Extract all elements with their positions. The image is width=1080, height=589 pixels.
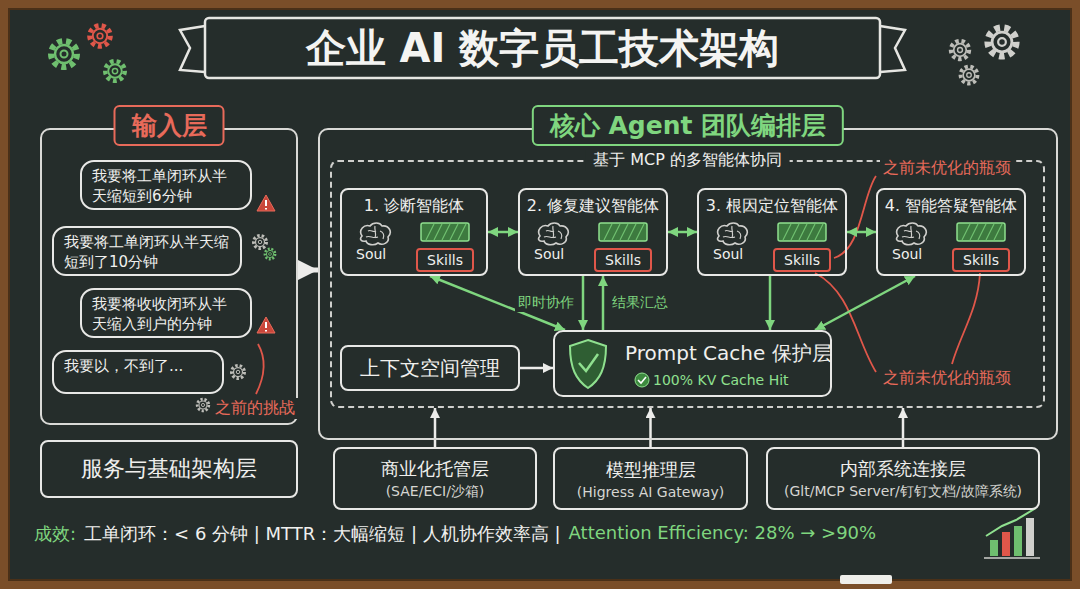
agent-box: 1. 诊断智能体 Soul Skills [340,188,488,276]
agent-icons [361,223,1005,245]
node-subtext: Soul [356,246,386,262]
connector-arrow [649,408,652,447]
eraser [840,575,892,584]
node-heading: 模型推理层 [606,458,696,482]
node-heading: Prompt Cache 保护层 [625,340,832,367]
cache-layer-box: Prompt Cache 保护层 100% KV Cache Hit [553,330,832,397]
connector-arrow [847,231,876,234]
node-subtext: (Higress AI Gateway) [577,484,724,500]
node-heading: 上下文空间管理 [360,355,500,382]
connector-arrow [298,268,318,273]
connector-arrow [668,231,697,234]
hosting-box: 商业化托管层 (SAE/ECI/沙箱) [333,447,537,510]
skills-box: Skills [594,248,652,272]
connector-arrow [488,231,518,234]
skills-box: Skills [416,248,474,272]
leader-line [256,344,264,394]
node-heading: 1. 诊断智能体 [342,196,486,217]
title: 企业 AI 数字员工技术架构 [205,18,880,78]
agent-box: 4. 智能答疑智能体 Soul Skills [876,188,1026,276]
node-heading: 我要将工单闭环从半天缩短到6分钟 [92,167,240,206]
node-subtext: (Glt/MCP Server/钉钉文档/故障系统) [784,483,1022,501]
connector-arrow [769,276,772,330]
node-subtext: Soul [534,246,564,262]
connector-arrow [520,367,553,370]
connector-arrow [602,276,605,330]
node-subtext: 100% KV Cache Hit [653,372,789,388]
node-heading: 输入层 [114,105,225,146]
node-heading: Skills [605,252,641,268]
node-heading: Skills [784,252,820,268]
speech-bubble: 我要将收收闭环从半天缩入到户的分钟 [80,288,252,338]
node-heading: 我要以，不到了... [64,357,212,377]
result-heading: 成效: [34,522,76,546]
inference-box: 模型推理层 (Higress AI Gateway) [553,447,748,510]
node-heading: 内部系统连接层 [840,457,966,481]
growth-chart-icon [984,508,1040,558]
connector-arrow [434,408,437,447]
connector-box: 内部系统连接层 (Glt/MCP Server/钉钉文档/故障系统) [766,447,1040,510]
node-heading: Skills [963,252,999,268]
node-heading: 我要将收收闭环从半天缩入到户的分钟 [92,295,240,334]
speech-bubble: 我要将工单闭环从半天缩短到6分钟 [80,160,252,210]
connector-arrow [815,276,915,330]
node-subtext: (SAE/ECI/沙箱) [386,483,485,501]
skills-box: Skills [773,248,831,272]
connector-arrow [902,408,905,447]
speech-bubble: 我要以，不到了... [52,350,224,394]
bottleneck-note: 之前未优化的瓶颈 [880,158,1014,179]
context-box: 上下文空间管理 [340,345,520,391]
input-layer-panel: 输入层我要将工单闭环从半天缩短到6分钟我要将工单闭环从半天缩短到了10分钟我要将… [40,128,298,425]
board-ground [9,9,1071,580]
node-subtext: Soul [713,246,743,262]
speech-bubble: 我要将工单闭环从半天缩短到了10分钟 [52,226,242,276]
node-heading: 核心 Agent 团队编排层 [532,105,844,146]
agent-box: 2. 修复建议智能体 Soul Skills [518,188,668,276]
node-heading: 2. 修复建议智能体 [520,196,666,217]
node-heading: 我要将工单闭环从半天缩短到了10分钟 [64,233,230,272]
challenge-note: 之前的挑战 [212,398,298,419]
bottleneck-note: 之前未优化的瓶颈 [880,368,1014,389]
edge-label: 即时协作 [515,294,577,312]
result-metric: Attention Efficiency: 28% → >90% [569,522,877,546]
node-heading: 服务与基础架构层 [81,454,257,484]
node-heading: 3. 根因定位智能体 [699,196,845,217]
edge-label: 结果汇总 [609,294,671,312]
service-layer-box: 服务与基础架构层 [40,440,298,498]
node-subtext: Soul [892,246,922,262]
skills-box: Skills [952,248,1010,272]
title-banner [180,18,905,78]
node-heading: 商业化托管层 [381,457,489,481]
node-heading: 基于 MCP 的多智能体协同 [585,150,790,171]
node-heading: 4. 智能答疑智能体 [878,196,1024,217]
agent-box: 3. 根因定位智能体 Soul Skills [697,188,847,276]
connector-arrow [582,276,585,330]
node-heading: Skills [427,252,463,268]
result-text: 工单闭环：< 6 分钟 | MTTR：大幅缩短 | 人机协作效率高 | [84,522,561,546]
